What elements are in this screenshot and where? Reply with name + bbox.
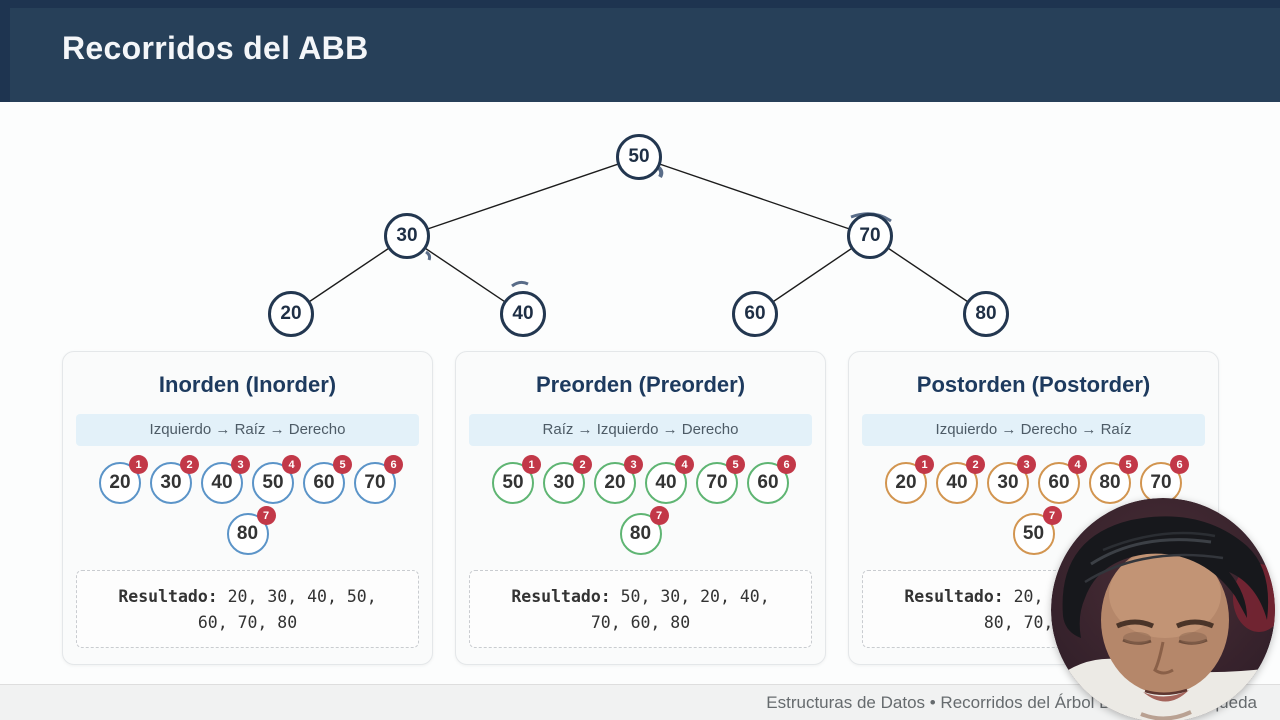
panel-title: Preorden (Preorder) xyxy=(535,372,746,397)
tree-node-root: 50 xyxy=(616,134,662,180)
tree-node: 40 xyxy=(500,291,546,337)
tree-node: 60 xyxy=(732,291,778,337)
order-badge: 1 xyxy=(522,455,541,474)
sequence-value: 80 xyxy=(619,513,662,555)
traversal-formula: Raíz → Izquierdo → Derecho xyxy=(469,414,812,446)
tree-node: 20 xyxy=(268,291,314,337)
order-badge: 2 xyxy=(966,455,985,474)
panel-preorder: Preorden (Preorder) Raíz → Izquierdo → D… xyxy=(455,351,826,665)
sequence-value: 30 xyxy=(987,462,1029,504)
order-badge: 6 xyxy=(777,455,796,474)
panel-inorder: Inorden (Inorder) Izquierdo → Raíz → Der… xyxy=(62,351,433,665)
result-label: Resultado: xyxy=(904,587,1004,606)
order-badge: 4 xyxy=(675,455,694,474)
order-badge: 7 xyxy=(1042,506,1062,525)
order-badge: 5 xyxy=(726,455,745,474)
sequence-value: 20 xyxy=(594,462,636,504)
order-badge: 2 xyxy=(180,455,199,474)
order-badge: 1 xyxy=(915,455,934,474)
traversal-panels: Inorden (Inorder) Izquierdo → Raíz → Der… xyxy=(62,351,1219,665)
sequence-value: 30 xyxy=(150,462,192,504)
result-line2: 60, 70, 80 xyxy=(197,613,298,633)
order-badge: 2 xyxy=(573,455,592,474)
presenter-avatar xyxy=(1051,498,1275,720)
order-badge: 3 xyxy=(231,455,250,474)
result-box: Resultado: 20, 30, 40, 50, 60, 70, 80 xyxy=(76,570,419,648)
header-left-edge xyxy=(0,0,10,102)
webcam-overlay xyxy=(1051,498,1275,720)
header-top-edge xyxy=(0,0,1280,8)
order-badge: 6 xyxy=(384,455,403,474)
sequence-value: 50 xyxy=(492,462,534,504)
result-box: Resultado: 50, 30, 20, 40, 70, 60, 80 xyxy=(469,570,812,648)
slide-header: Recorridos del ABB xyxy=(0,0,1280,102)
result-label: Resultado: xyxy=(511,587,611,606)
traversal-formula: Izquierdo → Raíz → Derecho xyxy=(76,414,419,446)
panel-title: Postorden (Postorder) xyxy=(916,372,1151,397)
order-badge: 3 xyxy=(1017,455,1036,474)
panel-title: Inorden (Inorder) xyxy=(158,372,337,397)
tree-node: 30 xyxy=(384,213,430,259)
tree-node: 80 xyxy=(963,291,1009,337)
result-label: Resultado: xyxy=(118,587,218,606)
ink-annotation xyxy=(425,166,892,320)
order-badge: 5 xyxy=(1119,455,1138,474)
sequence-value: 50 xyxy=(1012,513,1055,555)
order-badge: 3 xyxy=(624,455,643,474)
order-badge: 4 xyxy=(1068,455,1087,474)
order-badge: 4 xyxy=(282,455,301,474)
order-badge: 1 xyxy=(129,455,148,474)
sequence-value: 70 xyxy=(1140,462,1182,504)
traversal-formula: Izquierdo → Derecho → Raíz xyxy=(862,414,1205,446)
result-line1: 20, 30, 40, 50, xyxy=(227,587,377,606)
result-line1: 50, 30, 20, 40, xyxy=(620,587,770,606)
order-badge: 7 xyxy=(649,506,669,525)
sequence-value: 60 xyxy=(747,462,789,504)
tree-node: 70 xyxy=(847,213,893,259)
order-badge: 5 xyxy=(333,455,352,474)
sequence-value: 20 xyxy=(885,462,927,504)
page-title: Recorridos del ABB xyxy=(62,30,369,66)
result-line2: 70, 60, 80 xyxy=(590,613,691,633)
order-badge: 7 xyxy=(256,506,276,525)
order-badge: 6 xyxy=(1170,455,1189,474)
